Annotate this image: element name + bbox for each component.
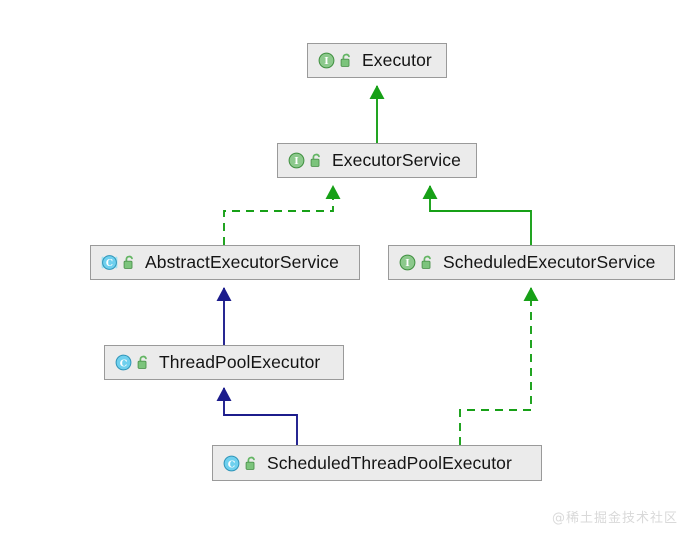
svg-text:I: I — [294, 156, 299, 167]
uml-node-abstract-executor-service[interactable]: C AbstractExecutorService — [90, 245, 360, 280]
edge-scheduledexecutorservice-extends-executorservice-arrowhead — [422, 185, 438, 199]
edge-scheduledthreadpoolexecutor-implements-scheduledexecutorservice — [459, 288, 532, 445]
node-label: ScheduledExecutorService — [443, 252, 656, 272]
uml-node-scheduled-thread-pool-executor[interactable]: C ScheduledThreadPoolExecutor — [212, 445, 542, 481]
node-label: AbstractExecutorService — [145, 252, 339, 272]
node-icons: C — [115, 354, 150, 371]
node-icons: C — [101, 254, 136, 271]
uml-node-thread-pool-executor[interactable]: C ThreadPoolExecutor — [104, 345, 344, 380]
edge-abstractexecutorservice-implements-executorservice-arrowhead — [325, 185, 341, 199]
edge-scheduledthreadpoolexecutor-extends-threadpoolexecutor-arrowhead — [216, 387, 232, 401]
interface-icon: I — [288, 152, 305, 169]
node-icons: I — [288, 152, 323, 169]
node-label: ScheduledThreadPoolExecutor — [267, 452, 512, 473]
node-label: Executor — [362, 50, 432, 70]
node-icons: I — [318, 52, 353, 69]
edge-scheduledthreadpoolexecutor-extends-threadpoolexecutor — [223, 388, 298, 445]
unlocked-padlock-icon — [137, 355, 147, 369]
edge-abstractexecutorservice-implements-executorservice — [223, 186, 334, 245]
node-label: ThreadPoolExecutor — [159, 352, 321, 372]
edge-threadpoolexecutor-extends-abstractexecutorservice-arrowhead — [216, 287, 232, 301]
class-icon: C — [223, 455, 240, 471]
class-icon: C — [115, 354, 132, 371]
unlocked-padlock-icon — [340, 53, 350, 67]
edge-executorservice-extends-executor-arrowhead — [369, 85, 385, 99]
uml-node-executor[interactable]: I Executor — [307, 43, 447, 78]
node-icons: C — [223, 455, 258, 472]
svg-text:C: C — [228, 459, 236, 470]
edge-scheduledthreadpoolexecutor-implements-scheduledexecutorservice-arrowhead — [523, 287, 539, 301]
node-label: ExecutorService — [332, 150, 461, 170]
svg-text:I: I — [324, 56, 329, 67]
edge-scheduledexecutorservice-extends-executorservice — [429, 186, 532, 245]
unlocked-padlock-icon — [421, 255, 431, 269]
interface-icon: I — [399, 254, 416, 271]
svg-text:C: C — [120, 358, 128, 369]
uml-node-executor-service[interactable]: I ExecutorService — [277, 143, 477, 178]
unlocked-padlock-icon — [123, 255, 133, 269]
watermark: @稀土掘金技术社区 — [551, 511, 678, 526]
interface-icon: I — [318, 52, 335, 69]
uml-node-scheduled-executor-service[interactable]: I ScheduledExecutorService — [388, 245, 675, 280]
node-icons: I — [399, 254, 434, 271]
abstract-class-icon: C — [101, 255, 118, 270]
unlocked-padlock-icon — [310, 153, 320, 167]
svg-text:I: I — [405, 258, 410, 269]
svg-text:C: C — [106, 259, 113, 269]
unlocked-padlock-icon — [245, 456, 255, 470]
